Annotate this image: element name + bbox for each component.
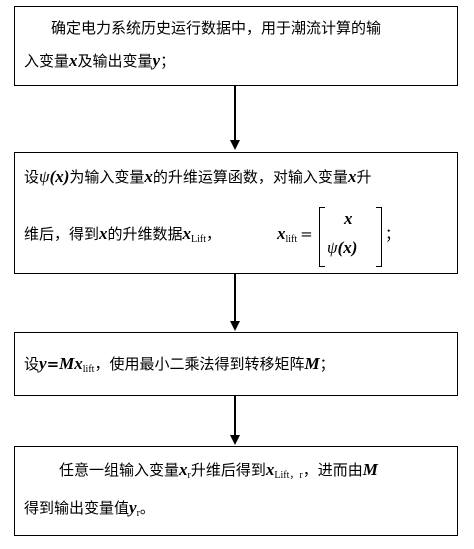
step4-text-1a: 任意一组输入变量: [59, 461, 180, 479]
step3-text-a: 设: [24, 355, 40, 373]
var-y: y: [39, 354, 47, 373]
vector-top-entry: x: [344, 209, 353, 229]
var-x-lift: x: [182, 224, 192, 243]
arrow-2-shaft: [234, 274, 236, 323]
equals-sign: =: [300, 225, 313, 243]
var-x-lift-r: x: [265, 460, 275, 479]
step-box-4: 任意一组输入变量xr升维后得到xLift，r，进而由M 得到输出变量值yr。: [14, 446, 458, 536]
equals-sign: =: [46, 355, 60, 373]
step1-line-1: 确定电力系统历史运行数据中，用于潮流计算的输: [51, 18, 381, 38]
step2-lift-def: xlift=: [277, 224, 313, 250]
step2-text-1d: 升: [356, 168, 372, 186]
step2-text-2c: ，: [206, 225, 222, 243]
step2-semicolon: ；: [385, 225, 401, 243]
var-M: M: [59, 354, 75, 373]
step4-line-1: 任意一组输入变量xr升维后得到xLift，r，进而由M: [59, 460, 378, 486]
step2-text-2b: 的升维数据: [107, 225, 183, 243]
var-y: y: [152, 51, 161, 70]
arrow-3-head: [230, 435, 240, 445]
psi-symbol: ψ: [327, 238, 338, 257]
step2-text-2a: 维后，得到: [24, 225, 100, 243]
step4-text-1b: 升维后得到: [190, 461, 266, 479]
arrow-1-head: [230, 140, 240, 150]
psi-arg: (x): [49, 167, 70, 186]
r-subscript: r: [136, 508, 140, 519]
arrow-1-shaft: [234, 86, 236, 142]
var-x-r: x: [179, 460, 188, 479]
var-y-r: y: [129, 498, 137, 517]
vector-bracket-right: [376, 207, 382, 267]
lift-r-subscript: Lift，r: [274, 470, 303, 481]
lift-subscript: lift: [285, 234, 298, 245]
step2-text-1a: 设: [24, 168, 40, 186]
step3-text-b: ，使用最小二乘法得到转移矩阵: [94, 355, 305, 373]
psi-symbol: ψ: [39, 167, 50, 186]
var-x: x: [69, 51, 78, 70]
step-box-1: 确定电力系统历史运行数据中，用于潮流计算的输 入变量x及输出变量y；: [14, 6, 458, 86]
step3-text-c: ；: [319, 355, 335, 373]
psi-arg: (x): [337, 238, 358, 257]
step2-line-2: 维后，得到x的升维数据xLift，: [24, 224, 221, 250]
var-x: x: [99, 224, 108, 243]
step2-text-1b: 为输入变量: [69, 168, 145, 186]
var-x: x: [344, 209, 353, 228]
step2-text-1c: 的升维运算函数，对输入变量: [152, 168, 348, 186]
arrow-3-shaft: [234, 396, 236, 437]
var-M: M: [304, 354, 320, 373]
step1-text-2a: 入变量: [24, 52, 70, 70]
var-M: M: [362, 460, 378, 479]
step1-text-1: 确定电力系统历史运行数据中，用于潮流计算的输: [51, 19, 382, 37]
var-x: x: [74, 354, 83, 373]
vector-bracket-left: [319, 207, 325, 267]
var-x: x: [347, 167, 357, 186]
step4-text-2a: 得到输出变量值: [24, 499, 130, 517]
step2-line-1: 设ψ(x)为输入变量x的升维运算函数，对输入变量x升: [24, 167, 371, 187]
step1-text-2c: ；: [160, 52, 176, 70]
lift-subscript: Lift: [191, 234, 207, 245]
arrow-2-head: [230, 321, 240, 331]
step-box-3: 设y=Mxlift，使用最小二乘法得到转移矩阵M；: [14, 332, 458, 396]
vector-bottom-entry: ψ(x): [327, 238, 357, 258]
step4-text-1c: ，进而由: [302, 461, 363, 479]
var-x: x: [144, 167, 153, 186]
var-x-lift: x: [277, 224, 286, 243]
r-subscript: r: [187, 470, 191, 481]
step-box-2: 设ψ(x)为输入变量x的升维运算函数，对输入变量x升 维后，得到x的升维数据xL…: [14, 152, 458, 274]
step4-text-2b: 。: [139, 499, 155, 517]
step2-end: ；: [385, 224, 400, 244]
step3-line: 设y=Mxlift，使用最小二乘法得到转移矩阵M；: [24, 354, 335, 380]
lift-subscript: lift: [82, 364, 95, 375]
step1-line-2: 入变量x及输出变量y；: [24, 51, 175, 71]
step1-text-2b: 及输出变量: [77, 52, 153, 70]
step4-line-2: 得到输出变量值yr。: [24, 498, 155, 524]
